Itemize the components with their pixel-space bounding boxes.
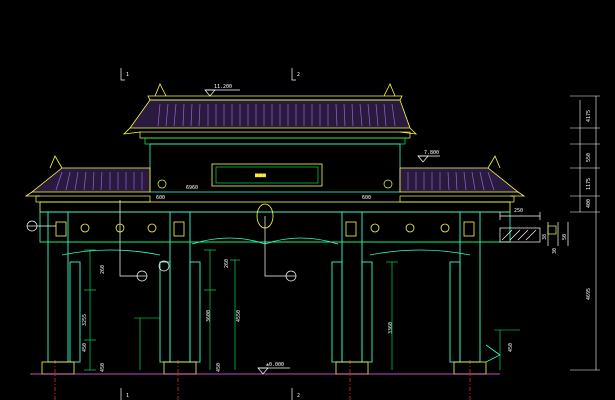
dim-far-1: 4175 bbox=[586, 110, 592, 122]
grid-label-top-1: 1 bbox=[126, 72, 129, 78]
dim-far-4: 400 bbox=[586, 199, 592, 208]
elevation-text-wing: 7.800 bbox=[424, 150, 439, 156]
grid-callouts bbox=[120, 68, 296, 400]
grid-label-bottom-1: 1 bbox=[126, 393, 129, 399]
main-roof bbox=[122, 83, 418, 145]
dim-far-2: 550 bbox=[586, 153, 592, 162]
dim-far-5: 4695 bbox=[586, 288, 592, 300]
detail-height-2: 30 bbox=[552, 248, 558, 254]
right-wing-roof bbox=[383, 155, 526, 203]
section-callouts bbox=[26, 200, 297, 282]
detail-width: 250 bbox=[514, 208, 523, 214]
ridge-ornament-right bbox=[383, 83, 396, 97]
dim-left-1: 260 bbox=[100, 265, 106, 274]
dim-far-3: 1175 bbox=[586, 178, 592, 190]
grid-label-top-2: 2 bbox=[297, 72, 300, 78]
elevation-text-top: 11.200 bbox=[214, 84, 232, 90]
beam-dimension-left: 600 bbox=[156, 195, 165, 201]
grid-bracket-top-2 bbox=[291, 68, 296, 81]
dim-mid-3: 4550 bbox=[236, 310, 242, 322]
span-dimension: 6960 bbox=[186, 185, 198, 191]
dim-mid-4: 450 bbox=[216, 363, 222, 372]
grid-bracket-top-1 bbox=[120, 68, 125, 81]
ridge-ornament-left bbox=[154, 83, 167, 97]
dimension-lines bbox=[84, 249, 520, 371]
elevation-mark-wing bbox=[417, 155, 440, 163]
dim-left-4: 450 bbox=[100, 363, 106, 372]
dim-left-2: 3255 bbox=[82, 314, 88, 326]
dim-mid-1: 260 bbox=[224, 259, 230, 268]
beam-dimension-right: 600 bbox=[362, 195, 371, 201]
left-wing-roof bbox=[24, 155, 167, 203]
grid-label-bottom-2: 2 bbox=[297, 393, 300, 399]
detail-height-3: 50 bbox=[562, 234, 568, 240]
detail-section bbox=[499, 212, 569, 246]
dimension-chain-right bbox=[570, 95, 600, 371]
dim-mid-2: 3600 bbox=[206, 310, 212, 322]
detail-height-1: 38 bbox=[542, 234, 548, 240]
dim-right-2: 450 bbox=[508, 343, 514, 352]
axis-lines bbox=[54, 360, 471, 400]
plaque-text: ■■■ bbox=[255, 172, 266, 179]
dim-left-3: 450 bbox=[82, 343, 88, 352]
elevation-mark-ground bbox=[257, 367, 290, 375]
dim-right-1: 3360 bbox=[388, 322, 394, 334]
elevation-mark-top bbox=[204, 89, 240, 97]
column-bases bbox=[30, 344, 501, 375]
elevation-text-ground: ±0.000 bbox=[266, 362, 284, 368]
